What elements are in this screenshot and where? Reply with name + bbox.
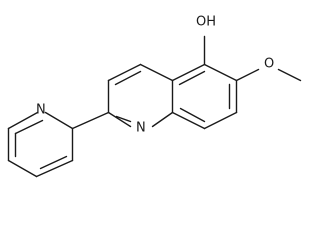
bond xyxy=(107,63,142,82)
quinoline-ring-b xyxy=(171,63,238,130)
bond xyxy=(14,119,44,135)
bond xyxy=(107,111,132,128)
bond xyxy=(171,63,206,82)
bond xyxy=(203,111,238,130)
bond xyxy=(44,111,74,130)
bond xyxy=(115,115,132,123)
bond xyxy=(179,107,206,123)
bond xyxy=(39,155,68,170)
hydroxyl-label: OH xyxy=(196,15,216,30)
pyridine-nitrogen-label: N xyxy=(36,103,46,118)
bond xyxy=(203,63,238,82)
methoxy-oxygen-label: O xyxy=(264,57,274,72)
pyridine-ring xyxy=(7,111,74,178)
bond xyxy=(178,70,206,86)
bond xyxy=(151,111,174,128)
bond xyxy=(71,111,110,130)
bond xyxy=(171,111,206,130)
bond xyxy=(7,159,38,178)
bond xyxy=(235,68,260,82)
bond xyxy=(7,111,39,130)
structure-diagram: OH O N N xyxy=(7,15,302,178)
quinoline-ring-a xyxy=(107,63,174,128)
bond xyxy=(114,70,142,86)
bond xyxy=(139,63,174,82)
bond xyxy=(35,159,74,178)
quinoline-nitrogen-label: N xyxy=(136,121,146,136)
bond xyxy=(277,68,302,82)
